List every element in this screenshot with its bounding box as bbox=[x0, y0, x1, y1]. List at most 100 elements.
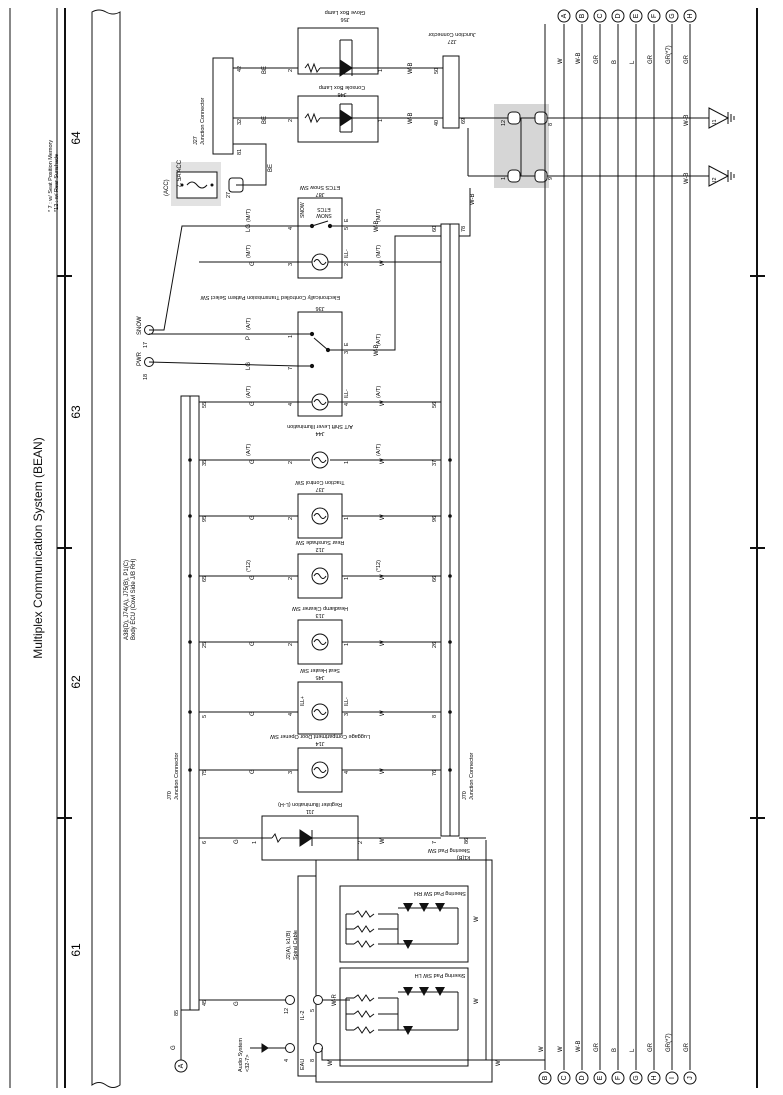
footnote-seat-memory: * 7 : w/ Seat Position Memory bbox=[48, 140, 54, 212]
bus-wire-color-top: GR bbox=[648, 54, 654, 64]
switch-pin: 4 bbox=[344, 403, 350, 406]
j70-pin-60: 60 bbox=[432, 226, 438, 232]
wire-wb-mode1: W-B bbox=[374, 220, 380, 232]
splice-dot bbox=[448, 458, 452, 462]
bus-terminal-top bbox=[647, 9, 661, 23]
wire-g: G bbox=[250, 459, 256, 464]
j27-pin-50: 50 bbox=[434, 68, 440, 74]
j11-name: Register Illumination (L-H) bbox=[278, 801, 342, 807]
j70-pin: 66 bbox=[432, 576, 438, 582]
j27-pin-69: 69 bbox=[461, 118, 467, 124]
wire-w-j11: W bbox=[380, 838, 386, 844]
j27-pin-32: 32 bbox=[237, 119, 243, 125]
bus-wire-color-bottom: GR(*7) bbox=[666, 1033, 672, 1052]
bus-letter-bottom: F bbox=[615, 1076, 622, 1080]
fuse-label: 7. 5A ACC bbox=[177, 159, 183, 187]
ecu-a-letter: A bbox=[178, 1063, 185, 1068]
switch-pin: 3 bbox=[344, 351, 350, 354]
switch-name: A/T Shift Lever Illumination bbox=[287, 423, 353, 429]
bus-terminal-top bbox=[683, 9, 697, 23]
page-frame bbox=[9, 8, 765, 1088]
ecu-g-label: G bbox=[171, 1045, 177, 1050]
ecu-pin: 65 bbox=[202, 576, 208, 582]
ecu-feed bbox=[174, 1006, 188, 1073]
bus-wire-color-bottom: GR bbox=[684, 1042, 690, 1052]
splice-dot bbox=[188, 640, 192, 644]
j70-pin: 26 bbox=[432, 642, 438, 648]
bus-terminal-bottom bbox=[629, 1071, 643, 1085]
j27-name: Junction Connector bbox=[200, 97, 206, 145]
splice-dot bbox=[188, 458, 192, 462]
bus-letter-top: H bbox=[687, 13, 694, 18]
wire-g: G bbox=[250, 401, 256, 406]
switch-pin: 7 bbox=[288, 367, 294, 370]
switch-pin-left: 4 bbox=[288, 713, 294, 716]
wire-w: W bbox=[380, 400, 386, 406]
note-mt-3: (M/T) bbox=[246, 245, 252, 258]
switch-name: Traction Control SW bbox=[295, 479, 345, 485]
body-ecu-connectors: A38(D), J74(A), J75(B), P1(C) bbox=[124, 560, 130, 640]
steering-pad-lh-label: Steering Pad SW LH bbox=[415, 972, 466, 978]
bus-wire-color-bottom: W bbox=[558, 1046, 564, 1052]
bus-terminal-top bbox=[557, 9, 571, 23]
j46-name: Console Box Lamp bbox=[319, 84, 365, 90]
switch-pin-right: 1 bbox=[344, 461, 350, 464]
j56-code: J56 bbox=[341, 16, 350, 22]
j36-code: J36 bbox=[316, 305, 325, 311]
note-s12: (*12) bbox=[246, 560, 252, 572]
ground-i2-label: I2 bbox=[712, 177, 718, 182]
bus-lines: BWCWDW-BEGRFBGLHGRIGR(*7)JGRAWBW-BCGRDBE… bbox=[486, 9, 697, 1085]
bus-letter-bottom: B bbox=[542, 1075, 549, 1080]
bus-wire-color-top: W bbox=[558, 58, 564, 64]
bus-wire-color-bottom: GR bbox=[594, 1042, 600, 1052]
j70-pin-86: 86 bbox=[464, 838, 470, 844]
ecu-pin: 25 bbox=[202, 642, 208, 648]
j87-etcs: ETCS bbox=[317, 206, 331, 212]
page-number-64: 64 bbox=[69, 131, 83, 145]
note-at-1: (A/T) bbox=[246, 318, 252, 330]
resistor-icon bbox=[353, 1010, 375, 1018]
switch-pin: 3 bbox=[288, 263, 294, 266]
bus-wire-color-bottom: B bbox=[612, 1048, 618, 1052]
audio-arrow bbox=[250, 1043, 269, 1053]
switch-signal-label: E bbox=[344, 342, 350, 346]
ecu-pin: 75 bbox=[202, 770, 208, 776]
wire-w: W bbox=[380, 640, 386, 646]
wire-g: G bbox=[250, 515, 256, 520]
body-ecu-name: Body ECU (Cowl Side J/B RH) bbox=[131, 559, 137, 640]
fuse-acc-label: (ACC) bbox=[164, 179, 170, 196]
switch-pin: 1 bbox=[288, 335, 294, 338]
bus-terminal-top bbox=[611, 9, 625, 23]
lamp-wb-wires bbox=[378, 67, 443, 119]
spiral-il2: IL-2 bbox=[300, 1011, 306, 1020]
wire-g-j11: G bbox=[234, 839, 240, 844]
bulb-filament bbox=[313, 709, 327, 715]
switch-pin-left: 2 bbox=[288, 643, 294, 646]
wire-lg-2: LG bbox=[246, 362, 252, 370]
ecu-pin-85: 85 bbox=[174, 1010, 180, 1016]
splice-dot bbox=[448, 574, 452, 578]
wire-w: W bbox=[380, 458, 386, 464]
bus-letter-bottom: G bbox=[633, 1075, 640, 1080]
ecu-pin-45: 45 bbox=[202, 1000, 208, 1006]
switch-pin: 4 bbox=[288, 227, 294, 230]
wire-be-1: BE bbox=[268, 164, 274, 172]
j70-pin: 37 bbox=[432, 460, 438, 466]
wire-be-3: BE bbox=[262, 66, 268, 74]
switch-pin-right: 1 bbox=[344, 643, 350, 646]
page-title: Multiplex Communication System (BEAN) bbox=[31, 437, 45, 658]
note-at-3: (A/T) bbox=[246, 386, 252, 398]
splice-dot bbox=[188, 514, 192, 518]
j70-pin-78: 78 bbox=[461, 226, 467, 232]
note-at-2: (A/T) bbox=[376, 334, 382, 346]
switch-name: Headlamp Cleaner SW bbox=[291, 605, 348, 611]
bus-letter-bottom: E bbox=[597, 1075, 604, 1080]
audio-ref-2: <32-7> bbox=[245, 1055, 251, 1072]
switch-pin-right: 3 bbox=[344, 713, 350, 716]
note-at: (A/T) bbox=[246, 444, 252, 456]
pwr-label: PWR bbox=[137, 351, 143, 366]
lamp-pin: 2 bbox=[288, 119, 294, 122]
bus-letter-top: A bbox=[561, 13, 568, 18]
ground-i1 bbox=[708, 107, 735, 129]
